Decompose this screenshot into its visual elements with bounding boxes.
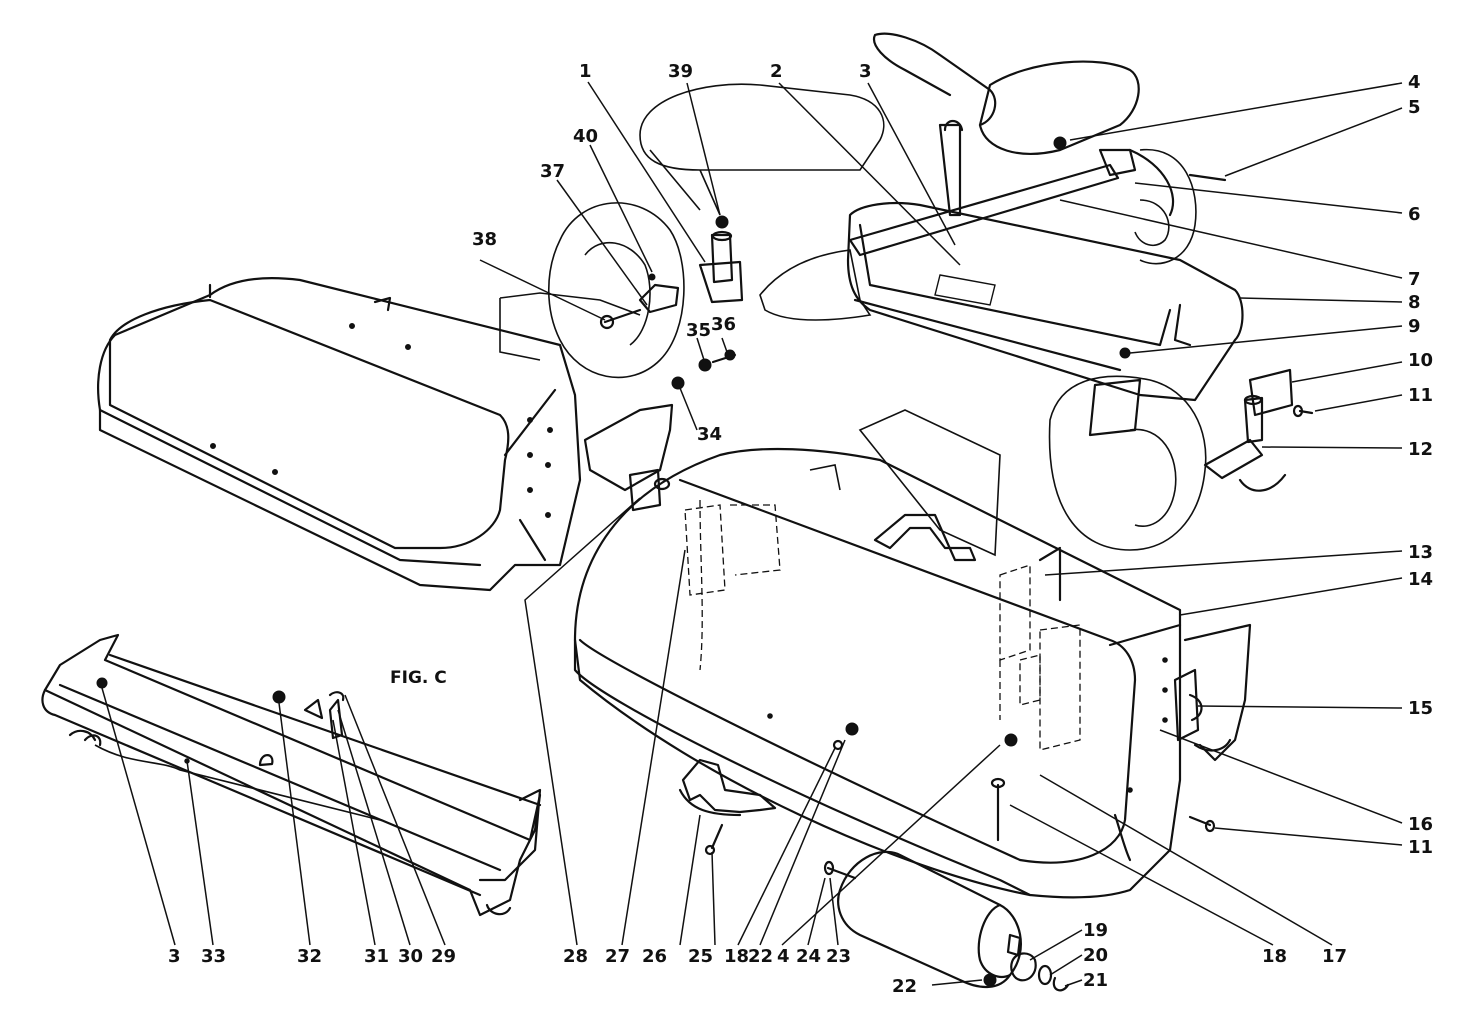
callout-12: 12 xyxy=(1408,439,1433,460)
callout-37: 37 xyxy=(540,161,565,182)
callout-35: 35 xyxy=(686,320,711,341)
callout-34: 34 xyxy=(697,424,722,445)
callout-2: 2 xyxy=(770,61,783,82)
callout-33: 33 xyxy=(201,946,226,967)
callout-11-top: 11 xyxy=(1408,385,1433,406)
callout-20: 20 xyxy=(1083,945,1108,966)
callout-7: 7 xyxy=(1408,269,1421,290)
callout-17: 17 xyxy=(1322,946,1347,967)
callout-23: 23 xyxy=(826,946,851,967)
callout-1: 1 xyxy=(579,61,592,82)
callout-22-b: 22 xyxy=(892,976,917,997)
figure-label: FIG. C xyxy=(390,668,447,688)
callout-29: 29 xyxy=(431,946,456,967)
leader-lines xyxy=(101,81,1403,987)
chute-frame xyxy=(499,292,674,492)
callout-27: 27 xyxy=(605,946,630,967)
callout-21: 21 xyxy=(1083,970,1108,991)
callout-22-a: 22 xyxy=(748,946,773,967)
loose-hardware xyxy=(678,173,1314,992)
callout-18-b: 18 xyxy=(1262,946,1287,967)
bagger-box-open xyxy=(573,447,1252,899)
callout-13: 13 xyxy=(1408,542,1433,563)
callout-5: 5 xyxy=(1408,97,1421,118)
callout-26: 26 xyxy=(642,946,667,967)
callout-11-bottom: 11 xyxy=(1408,837,1433,858)
bagger-box-closed xyxy=(97,277,582,592)
callout-28: 28 xyxy=(563,946,588,967)
callout-39: 39 xyxy=(668,61,693,82)
hitch-parts xyxy=(599,215,744,390)
callout-40: 40 xyxy=(573,126,598,147)
callout-31: 31 xyxy=(364,946,389,967)
callout-18-a: 18 xyxy=(724,946,749,967)
callout-15: 15 xyxy=(1408,698,1433,719)
callout-8: 8 xyxy=(1408,292,1421,313)
callout-3-figc: 3 xyxy=(168,946,181,967)
callout-9: 9 xyxy=(1408,316,1421,337)
callout-3: 3 xyxy=(859,61,872,82)
tractor-drawing xyxy=(548,32,1244,557)
callout-25: 25 xyxy=(688,946,713,967)
callout-10: 10 xyxy=(1408,350,1433,371)
callout-30: 30 xyxy=(398,946,423,967)
callout-19: 19 xyxy=(1083,920,1108,941)
fig-c-assembly xyxy=(41,633,542,917)
callout-6: 6 xyxy=(1408,204,1421,225)
callout-14: 14 xyxy=(1408,569,1433,590)
callout-4: 4 xyxy=(1408,72,1421,93)
callout-4-b: 4 xyxy=(777,946,790,967)
callout-labels: 1 39 2 3 4 5 6 7 8 9 10 11 12 13 14 15 1… xyxy=(168,61,1433,997)
callout-24: 24 xyxy=(796,946,821,967)
callout-38: 38 xyxy=(472,229,497,250)
callout-16: 16 xyxy=(1408,814,1433,835)
callout-36: 36 xyxy=(711,314,736,335)
callout-32: 32 xyxy=(297,946,322,967)
